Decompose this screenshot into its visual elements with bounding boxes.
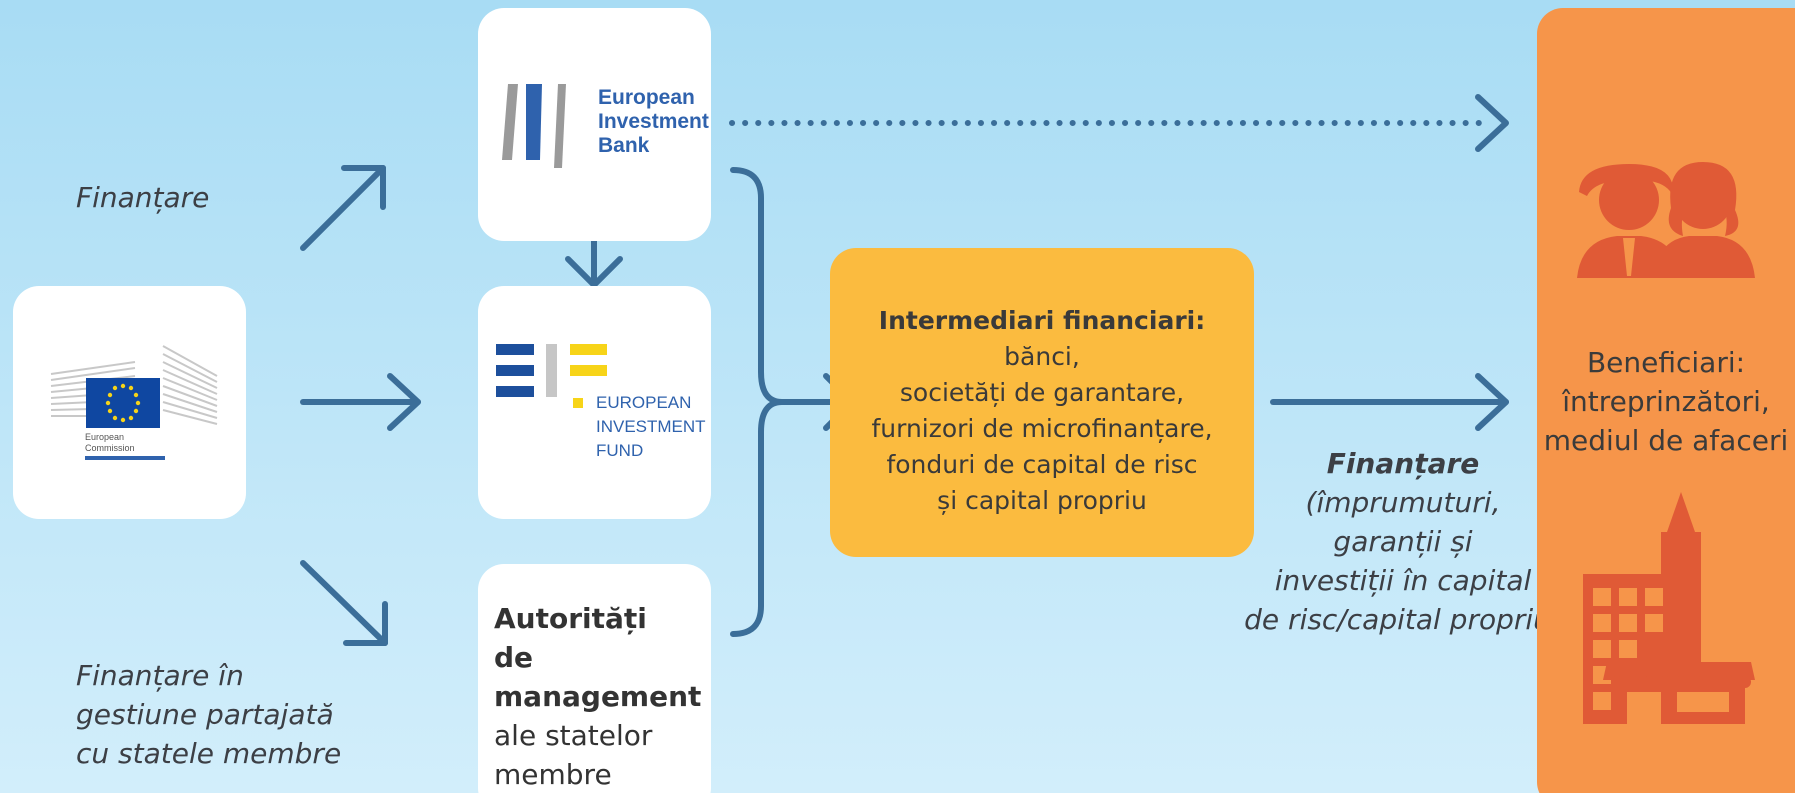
funding-note-line: (împrumuturi, bbox=[1305, 486, 1501, 519]
funding-note-line: investiții în capital bbox=[1274, 564, 1532, 597]
financial-intermediaries-box: Intermediari financiari: bănci, societăț… bbox=[830, 248, 1254, 557]
arrowhead-ec-to-eif bbox=[387, 373, 421, 431]
intermediaries-line: furnizori de microfinanțare, bbox=[871, 414, 1213, 443]
arrow-ec-to-eib bbox=[300, 165, 386, 251]
arrow-ec-to-authorities bbox=[300, 560, 388, 646]
eib-logo-line: European bbox=[598, 86, 695, 109]
shared-management-line: cu statele membre bbox=[76, 737, 342, 770]
eib-logo-text: European Investment Bank bbox=[598, 86, 718, 158]
beneficiaries-line: mediul de afaceri bbox=[1543, 424, 1789, 457]
eib-logo-line: Investment bbox=[598, 110, 709, 133]
people-icon bbox=[1577, 162, 1755, 278]
arrowhead-ec-to-authorities bbox=[343, 601, 388, 646]
shared-management-label: Finanțare în gestiune partajată cu state… bbox=[76, 656, 341, 773]
funding-note-line: de risc/capital propriu) bbox=[1244, 603, 1562, 636]
eib-logo-icon bbox=[502, 84, 566, 168]
arrowhead-eib-to-eif bbox=[565, 256, 623, 288]
intermediaries-title: Intermediari financiari: bbox=[878, 306, 1206, 335]
mgmt-line: membre bbox=[494, 758, 612, 791]
funding-note: Finanțare (împrumuturi, garanții și inve… bbox=[1238, 444, 1568, 639]
funding-note-line: garanții și bbox=[1333, 525, 1473, 558]
mgmt-bold-line: Autorități de bbox=[494, 602, 647, 674]
arrowhead-ec-to-eib bbox=[341, 165, 386, 210]
ec-logo-line: European bbox=[85, 432, 125, 442]
eif-logo-line: FUND bbox=[596, 441, 644, 460]
arrowhead-eib-to-beneficiaries bbox=[1475, 94, 1509, 152]
beneficiaries-text: Beneficiari: întreprinzători, mediul de … bbox=[1537, 343, 1795, 460]
shared-management-line: Finanțare în bbox=[76, 659, 244, 692]
beneficiaries-line: Beneficiari: bbox=[1586, 346, 1746, 379]
buildings-icon bbox=[1583, 492, 1755, 724]
eib-card: European Investment Bank bbox=[478, 8, 711, 241]
managing-authorities-card: Autorități de management ale statelor me… bbox=[478, 564, 711, 793]
intermediaries-line: și capital propriu bbox=[937, 486, 1147, 515]
ec-logo-line: Commission bbox=[85, 443, 135, 453]
shared-management-line: gestiune partajată bbox=[76, 698, 334, 731]
eif-card: EUROPEAN INVESTMENT FUND bbox=[478, 286, 711, 519]
eif-logo-icon bbox=[496, 344, 607, 408]
funding-label: Finanțare bbox=[76, 181, 210, 214]
intermediaries-line: fonduri de capital de risc bbox=[886, 450, 1198, 479]
arrowhead-intermediaries-to-beneficiaries bbox=[1475, 373, 1509, 431]
european-commission-card: European Commission bbox=[13, 286, 246, 519]
eif-logo-text: EUROPEAN INVESTMENT FUND bbox=[596, 391, 716, 463]
beneficiaries-box: Beneficiari: întreprinzători, mediul de … bbox=[1537, 8, 1795, 793]
funding-note-title: Finanțare bbox=[1326, 447, 1480, 480]
european-commission-logo-icon bbox=[50, 345, 218, 460]
brace-connector bbox=[730, 167, 785, 637]
eif-logo-line: INVESTMENT bbox=[596, 417, 706, 436]
ec-logo-text: European Commission bbox=[85, 432, 165, 454]
intermediaries-line: societăți de garantare, bbox=[899, 378, 1185, 407]
eib-logo-line: Bank bbox=[598, 134, 650, 157]
intermediaries-line: bănci, bbox=[1004, 342, 1080, 371]
managing-authorities-text: Autorități de management ale statelor me… bbox=[494, 599, 702, 793]
eif-logo-line: EUROPEAN bbox=[596, 393, 692, 412]
mgmt-line: ale statelor bbox=[494, 719, 653, 752]
beneficiaries-line: întreprinzători, bbox=[1562, 385, 1770, 418]
mgmt-bold-line: management bbox=[494, 680, 702, 713]
